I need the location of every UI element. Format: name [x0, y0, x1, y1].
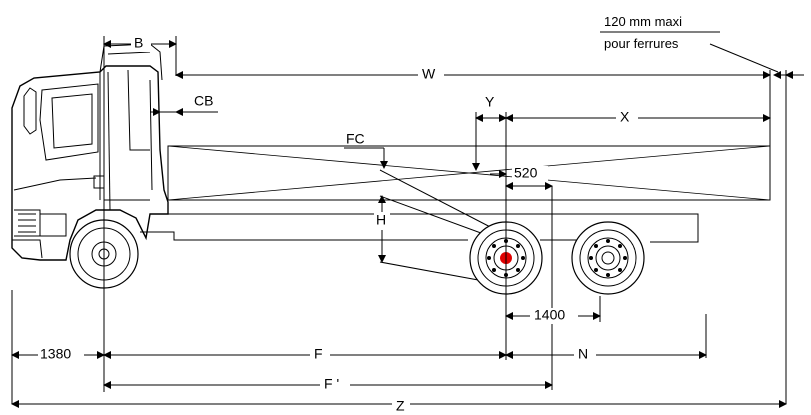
label-z: Z	[396, 398, 405, 414]
label-cb: CB	[194, 93, 213, 109]
truck-drawing	[11, 43, 771, 295]
note-line1: 120 mm maxi	[604, 14, 682, 29]
label-w: W	[422, 66, 436, 82]
dimension-labels: B W CB Y X FC H 520 1400 1380 F N F ' Z …	[38, 14, 720, 414]
note-line2: pour ferrures	[604, 36, 679, 51]
label-y: Y	[485, 94, 495, 110]
label-f-prime: F '	[324, 376, 339, 392]
dimension-lines	[11, 40, 804, 408]
label-h: H	[376, 212, 386, 228]
label-1400: 1400	[534, 307, 565, 323]
rear-wheel-2-studs	[589, 239, 627, 277]
label-n: N	[578, 346, 588, 362]
label-x: X	[620, 109, 630, 125]
cab-window	[39, 83, 99, 161]
chassis-rail	[168, 213, 699, 243]
label-1380: 1380	[40, 346, 71, 362]
label-520: 520	[514, 165, 538, 181]
label-f: F	[314, 346, 323, 362]
label-fc: FC	[346, 131, 365, 147]
label-b: B	[134, 35, 143, 51]
mirror	[23, 87, 37, 135]
rear-wheel-2	[571, 221, 645, 295]
